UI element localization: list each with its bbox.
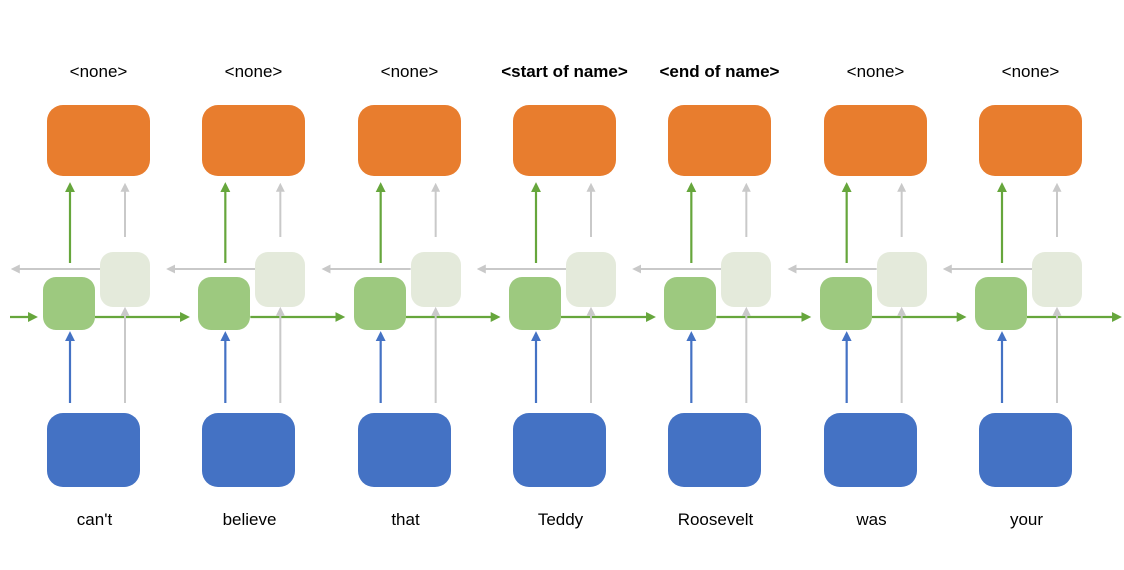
- input-box: [47, 413, 140, 487]
- input-word: your: [1009, 510, 1044, 529]
- input-box: [979, 413, 1072, 487]
- output-label: <end of name>: [659, 62, 780, 81]
- forward-cell: [43, 277, 95, 330]
- output-label: <none>: [224, 62, 283, 81]
- input-box: [202, 413, 295, 487]
- input-word: that: [391, 510, 420, 529]
- output-label: <none>: [380, 62, 439, 81]
- forward-cell: [975, 277, 1027, 330]
- rnn-column-1: <none> can't: [0, 0, 156, 570]
- rnn-column-4: <start of name> Teddy: [466, 0, 628, 570]
- output-box: [979, 105, 1082, 176]
- rnn-column-6: <none> was: [777, 0, 933, 570]
- output-box: [513, 105, 616, 176]
- rnn-column-3: <none> that: [311, 0, 467, 570]
- input-box: [358, 413, 451, 487]
- forward-cell: [198, 277, 250, 330]
- output-label: <none>: [1001, 62, 1060, 81]
- forward-cell: [509, 277, 561, 330]
- output-box: [202, 105, 305, 176]
- output-label: <start of name>: [501, 62, 628, 81]
- output-box: [668, 105, 771, 176]
- backward-cell: [877, 252, 927, 307]
- rnn-column-2: <none> believe: [155, 0, 311, 570]
- input-box: [824, 413, 917, 487]
- output-label: <none>: [69, 62, 128, 81]
- backward-cell: [1032, 252, 1082, 307]
- input-box: [513, 413, 606, 487]
- rnn-column-5: <end of name> Roosevelt: [621, 0, 780, 570]
- backward-cell: [255, 252, 305, 307]
- forward-cell: [820, 277, 872, 330]
- backward-cell: [721, 252, 771, 307]
- input-word: was: [856, 510, 887, 529]
- input-box: [668, 413, 761, 487]
- output-box: [47, 105, 150, 176]
- input-word: Roosevelt: [677, 510, 754, 529]
- backward-cell: [100, 252, 150, 307]
- input-word: Teddy: [537, 510, 584, 529]
- forward-cell: [354, 277, 406, 330]
- output-box: [358, 105, 461, 176]
- rnn-column-7: <none> your: [932, 0, 1088, 570]
- backward-cell: [411, 252, 461, 307]
- output-label: <none>: [846, 62, 905, 81]
- forward-cell: [664, 277, 716, 330]
- input-word: can't: [76, 510, 113, 529]
- input-word: believe: [222, 510, 277, 529]
- output-box: [824, 105, 927, 176]
- backward-cell: [566, 252, 616, 307]
